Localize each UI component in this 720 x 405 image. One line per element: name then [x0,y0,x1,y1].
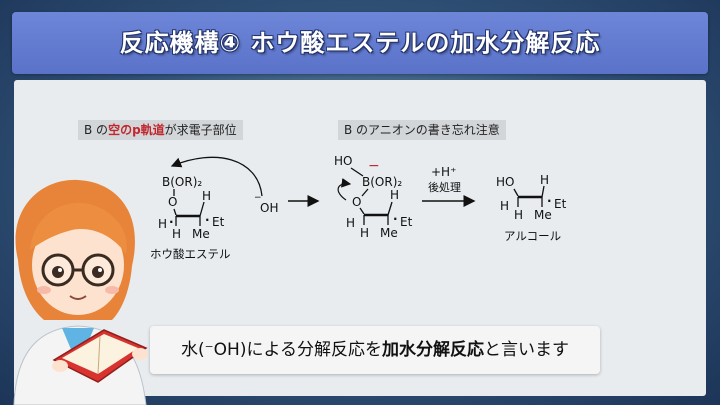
ethyl-label: Et [554,197,567,211]
scientist-character-illustration [13,179,148,405]
eye-left [52,266,64,278]
hydroxide-label: OH [260,201,278,215]
blush [37,286,51,294]
hydrogen-label: H [158,217,167,231]
curved-arrow [170,156,263,197]
reactant-label: ホウ酸エステル [150,247,231,261]
hand-left [52,360,68,372]
eye-highlight [58,268,62,272]
bond-line [541,185,545,198]
left-header: B の空のp軌道が求電子部位 [78,120,243,140]
hand-right [132,348,148,360]
reagent-bottom: 後処理 [428,180,461,194]
bond-line [350,167,364,177]
hydrogen-label: H [390,188,399,202]
product-label: アルコール [504,229,561,243]
bond-line [173,208,177,216]
anion-charge: − [368,158,380,174]
blush [105,286,119,294]
oxygen-label: O [352,195,361,209]
eye-right [92,266,104,278]
methyl-label: Me [380,226,398,240]
book-spine [97,335,101,375]
boron-group-label: B(OR)₂ [362,175,402,189]
curved-arrow [337,178,352,201]
face [32,215,124,315]
hydrogen-label: H [172,227,181,241]
book-pages [62,334,138,374]
hydrogen-label: H [202,189,211,203]
hydroxy-label: HO [496,175,514,189]
bond-line [387,201,393,216]
methyl-label: Me [192,227,210,241]
hash-bond: · [393,212,398,226]
hydroxy-label: HO [334,154,352,168]
eye-highlight [98,268,102,272]
hair-bangs [30,202,127,254]
methyl-label: Me [534,208,552,222]
bond-line [359,207,365,215]
product-alcohol: HO H H H Me · Et [496,173,567,222]
left-header-highlight: 空のp軌道 [108,123,165,137]
bond-line [513,188,519,197]
caption-suffix: と言います [483,340,569,360]
boron-group-label: B(OR)₂ [162,175,202,189]
caption-bold: 加水分解反応 [381,340,484,360]
caption-box: 水(⁻OH)による分解反応を加水分解反応と言います [150,326,600,374]
bond-line [361,188,369,197]
hash-bond: · [205,213,210,227]
caption-prefix: 水(⁻OH)による分解反応を [181,340,382,360]
left-header-suffix: が求電子部位 [164,123,237,137]
hydroxide-charge: − [254,193,262,203]
ethyl-label: Et [400,215,413,229]
title-bar: 反応機構④ ホウ酸エステルの加水分解反応 [12,12,708,74]
left-header-prefix: B の [84,123,109,137]
oxygen-label: O [168,195,177,209]
right-header: B のアニオンの書き忘れ注意 [338,120,506,140]
hydrogen-label: H [540,173,549,187]
ethyl-label: Et [212,215,225,229]
hash-bond: · [169,215,174,229]
hash-bond: · [547,194,552,208]
hydrogen-label: H [360,226,369,240]
mouth [69,295,87,300]
bond-line [199,201,205,217]
intermediate-borate-anion: HO − B(OR)₂ O H H H Me · Et [334,154,413,240]
hydrogen-label: H [346,216,355,230]
reagent-top: +H⁺ [431,165,456,179]
hydrogen-label: H [500,199,509,213]
slide-title: 反応機構④ ホウ酸エステルの加水分解反応 [119,29,601,57]
reactant-borate-ester: B(OR)₂ O H H H · Me · Et [158,175,225,241]
hydrogen-label: H [514,208,523,222]
